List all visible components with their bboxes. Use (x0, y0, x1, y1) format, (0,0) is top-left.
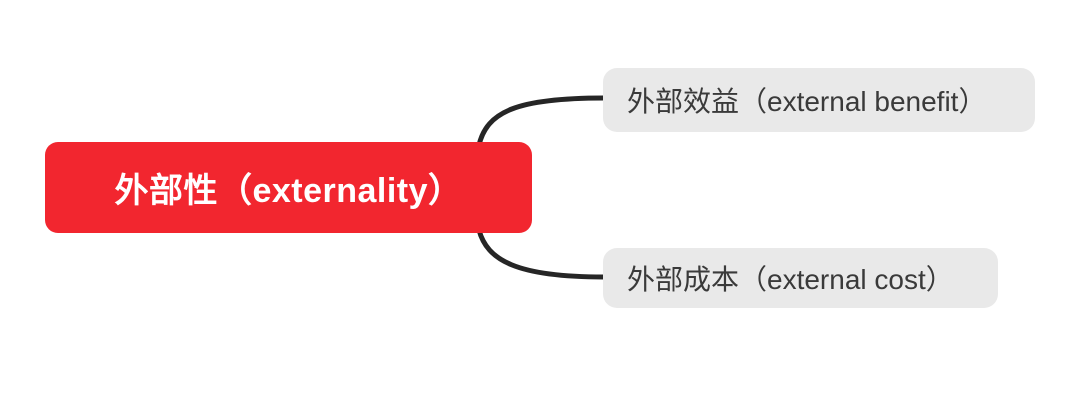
child-node-label: 外部效益（external benefit） (627, 86, 987, 117)
child-node-external-benefit[interactable]: 外部效益（external benefit） (603, 68, 1035, 132)
connector-root-to-cost (476, 227, 607, 280)
root-node-label: 外部性（externality） (114, 172, 463, 210)
root-node-externality[interactable]: 外部性（externality） (45, 142, 532, 233)
connector-root-to-benefit (476, 95, 607, 148)
child-node-label: 外部成本（external cost） (627, 264, 954, 295)
child-node-external-cost[interactable]: 外部成本（external cost） (603, 248, 998, 308)
